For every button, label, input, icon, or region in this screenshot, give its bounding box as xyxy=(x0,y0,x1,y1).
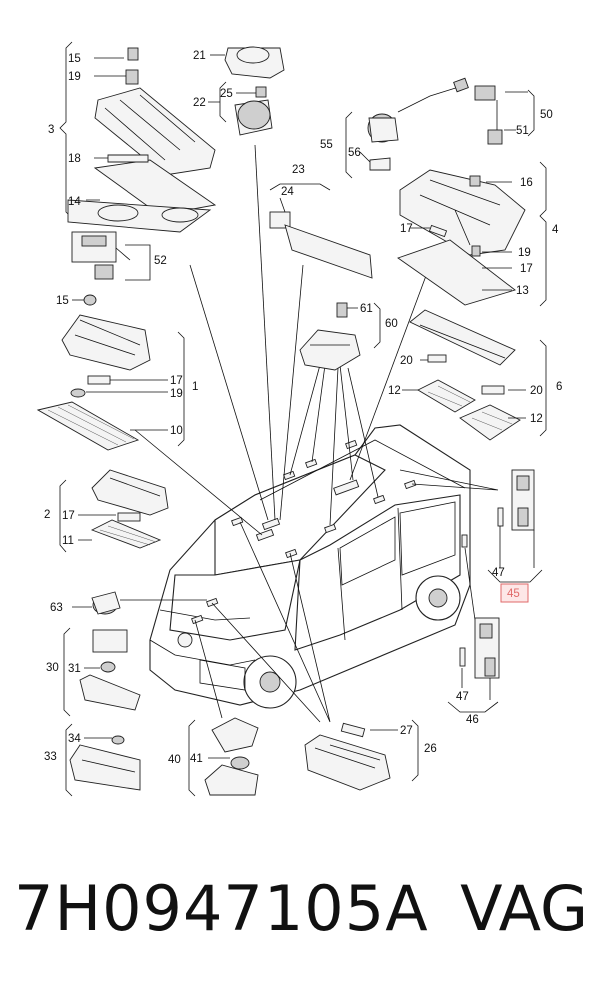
footer: 7H0947105A VAG xyxy=(0,868,600,978)
callout-17: 17 xyxy=(62,510,75,522)
part-group-30 xyxy=(63,627,141,717)
callout-61: 61 xyxy=(360,303,373,315)
part-group-63 xyxy=(72,591,121,615)
leader-lines xyxy=(120,144,499,723)
callout-46: 46 xyxy=(466,714,479,726)
callout-24: 24 xyxy=(281,186,294,198)
callout-21: 21 xyxy=(193,50,206,62)
callout-40: 40 xyxy=(168,754,181,766)
callout-17: 17 xyxy=(170,375,183,387)
part-group-3 xyxy=(59,41,217,233)
callout-11: 11 xyxy=(62,535,74,547)
van-illustration xyxy=(149,424,471,709)
callout-20: 20 xyxy=(530,385,543,397)
callout-15: 15 xyxy=(56,295,69,307)
callout-16: 16 xyxy=(520,177,533,189)
callout-12: 12 xyxy=(388,385,401,397)
callout-41: 41 xyxy=(190,753,203,765)
callout-47: 47 xyxy=(492,567,505,579)
part-group-52 xyxy=(71,231,151,281)
part-group-40 xyxy=(188,717,259,797)
part-group-1 xyxy=(36,294,185,451)
callout-31: 31 xyxy=(68,663,81,675)
callout-23: 23 xyxy=(292,164,305,176)
callout-labels: 15 19 3 18 14 21 25 22 23 24 55 56 50 51… xyxy=(44,50,562,766)
callout-19: 19 xyxy=(518,247,531,259)
callout-14: 14 xyxy=(68,196,81,208)
callout-34: 34 xyxy=(68,733,81,745)
callout-63: 63 xyxy=(50,602,63,614)
callout-55: 55 xyxy=(320,139,333,151)
callout-4: 4 xyxy=(552,224,559,236)
part-group-26 xyxy=(304,719,419,791)
part-group-46 xyxy=(447,617,500,713)
callout-25: 25 xyxy=(220,88,233,100)
callout-19: 19 xyxy=(170,388,183,400)
callout-17: 17 xyxy=(400,223,413,235)
callout-12: 12 xyxy=(530,413,543,425)
callout-13: 13 xyxy=(516,285,529,297)
part-group-4 xyxy=(397,161,547,307)
callout-27: 27 xyxy=(400,725,413,737)
callout-26: 26 xyxy=(424,743,437,755)
part-group-2 xyxy=(59,469,169,553)
callout-19: 19 xyxy=(68,71,81,83)
callout-1: 1 xyxy=(192,381,198,393)
callout-50: 50 xyxy=(540,109,553,121)
brand-label: VAG xyxy=(460,872,588,945)
part-group-45 xyxy=(487,469,543,603)
callout-60: 60 xyxy=(385,318,398,330)
part-group-33 xyxy=(65,723,141,797)
part-group-22 xyxy=(208,46,285,136)
callout-18: 18 xyxy=(68,153,81,165)
callout-45-highlighted: 45 xyxy=(507,588,520,600)
callout-33: 33 xyxy=(44,751,57,763)
callout-2: 2 xyxy=(44,509,50,521)
callout-15: 15 xyxy=(68,53,81,65)
callout-6: 6 xyxy=(556,381,562,393)
callout-22: 22 xyxy=(193,97,206,109)
part-group-6 xyxy=(402,309,547,441)
callout-17: 17 xyxy=(520,263,533,275)
highlighted-part-box xyxy=(500,583,529,603)
callout-51: 51 xyxy=(516,125,529,137)
part-group-50-55 xyxy=(345,77,535,179)
callout-47: 47 xyxy=(456,691,469,703)
part-group-60 xyxy=(299,302,381,371)
callout-30: 30 xyxy=(46,662,59,674)
part-group-23 xyxy=(269,183,373,279)
callout-10: 10 xyxy=(170,425,183,437)
callout-52: 52 xyxy=(154,255,167,267)
callout-3: 3 xyxy=(48,124,54,136)
parts-diagram: 15 19 3 18 14 21 25 22 23 24 55 56 50 51… xyxy=(36,41,562,797)
part-number: 7H0947105A xyxy=(14,872,429,945)
callout-56: 56 xyxy=(348,147,361,159)
callout-20: 20 xyxy=(400,355,413,367)
